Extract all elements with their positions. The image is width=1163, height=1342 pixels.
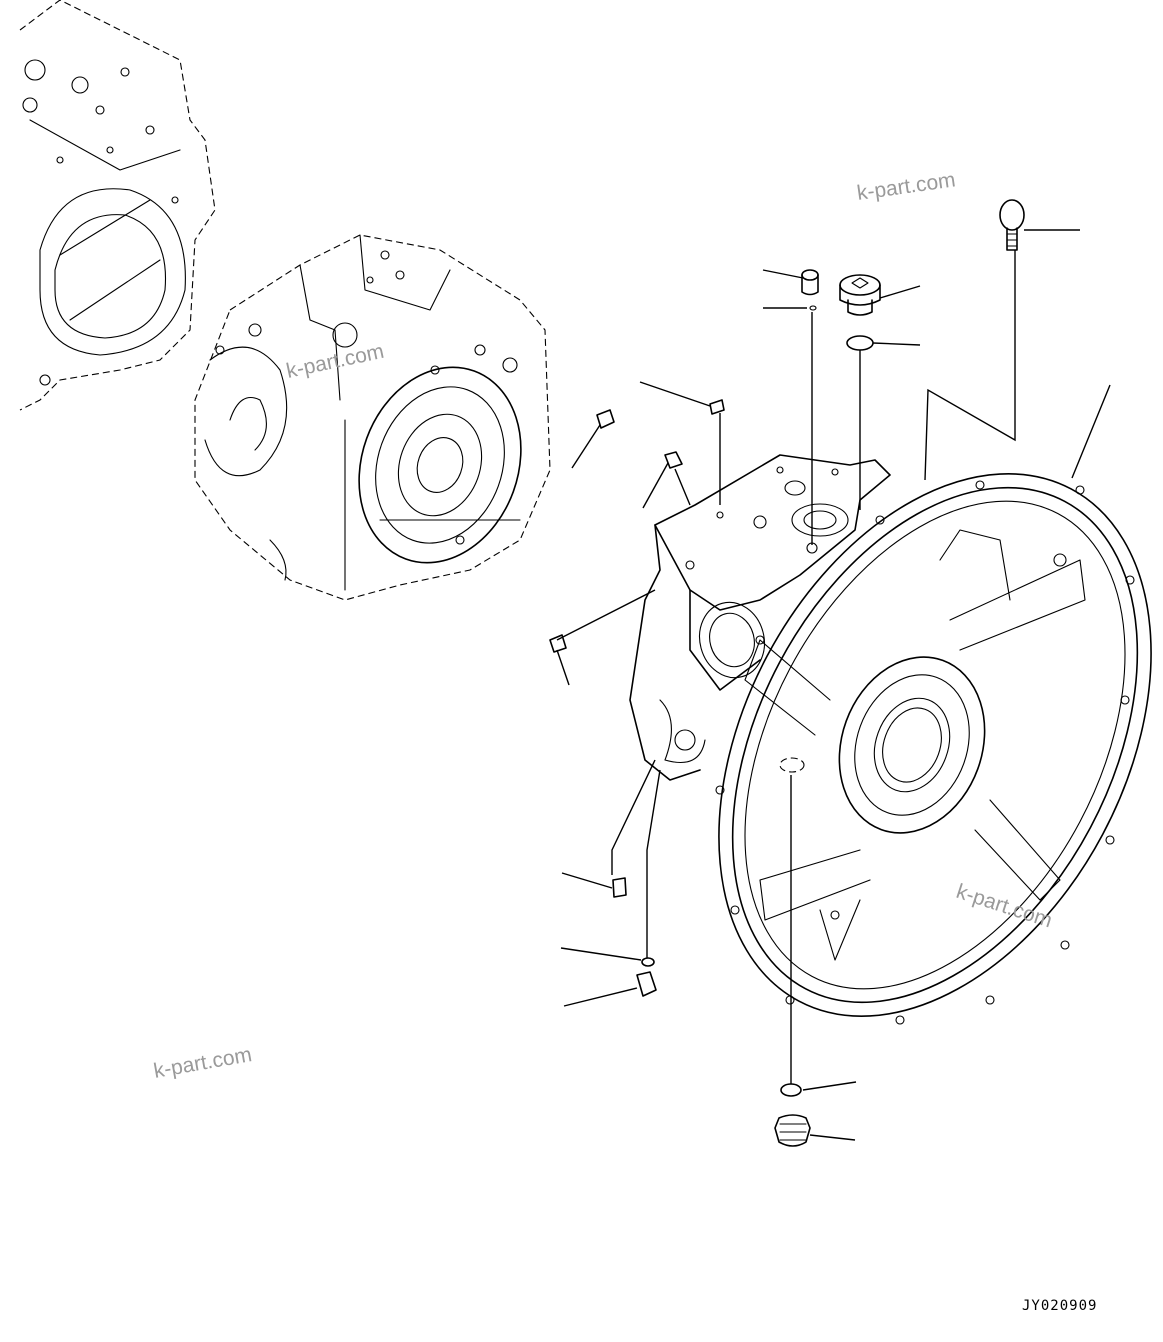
o-ring-top [846, 335, 874, 351]
plug-bottom [774, 1083, 811, 1147]
plug-lower-set [612, 877, 657, 997]
phantom-pump-assembly-middle [194, 234, 551, 601]
leader-lines [556, 229, 1111, 1141]
watermark-right-flange: k-part.com [953, 880, 1054, 933]
phantom-pump-housing-left [19, 0, 216, 411]
watermark-top-right: k-part.com [855, 168, 956, 205]
plug-large-top [839, 274, 881, 316]
fitting-mid [549, 399, 725, 653]
eye-bolt [999, 199, 1025, 251]
watermark-bottom-left: k-part.com [152, 1043, 254, 1083]
drawing-code: JY020909 [1022, 1298, 1097, 1314]
plug-small-top [801, 269, 819, 311]
watermark-middle: k-part.com [284, 340, 386, 383]
pump-case-main [629, 454, 1152, 1025]
